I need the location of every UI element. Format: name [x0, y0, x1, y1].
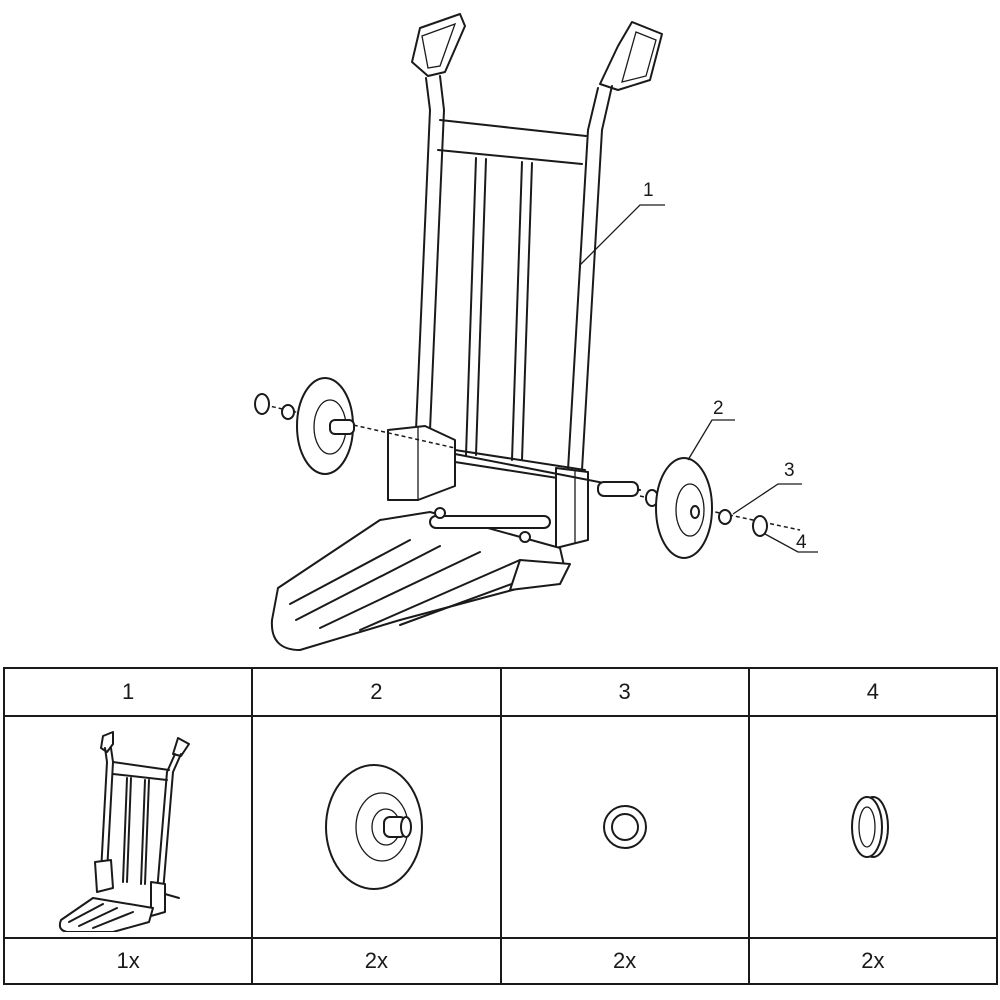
hand-truck-frame-icon [270, 13, 663, 651]
callout-1: 1 [643, 180, 654, 201]
left-wheel-assembly [254, 377, 456, 475]
part-quantity: 1x [2, 937, 254, 985]
part-image-cell [251, 715, 502, 939]
callout-4: 4 [796, 532, 807, 553]
callout-3: 3 [784, 460, 795, 481]
parts-table: 1 2 3 4 [2, 667, 999, 985]
part-image-cell [499, 715, 750, 939]
part-image-cell [2, 715, 254, 939]
callout-2: 2 [713, 398, 724, 419]
exploded-assembly-diagram: 1 2 3 4 [254, 13, 818, 651]
part-number: 2 [251, 667, 502, 717]
part-quantity: 2x [499, 937, 750, 985]
washer-icon [602, 805, 647, 849]
parts-image-row [2, 715, 999, 939]
parts-number-row: 1 2 3 4 [2, 667, 999, 717]
part-quantity: 2x [251, 937, 502, 985]
part-number: 4 [747, 667, 999, 717]
part-number: 3 [499, 667, 750, 717]
hand-truck-frame-icon [59, 731, 191, 932]
parts-quantity-row: 1x 2x 2x 2x [2, 937, 999, 985]
right-wheel-assembly [639, 457, 801, 559]
wheel-icon [325, 764, 424, 890]
part-quantity: 2x [747, 937, 999, 985]
cap-nut-icon [850, 796, 889, 858]
leader-lines [579, 204, 818, 553]
part-number: 1 [2, 667, 254, 717]
part-image-cell [747, 715, 999, 939]
